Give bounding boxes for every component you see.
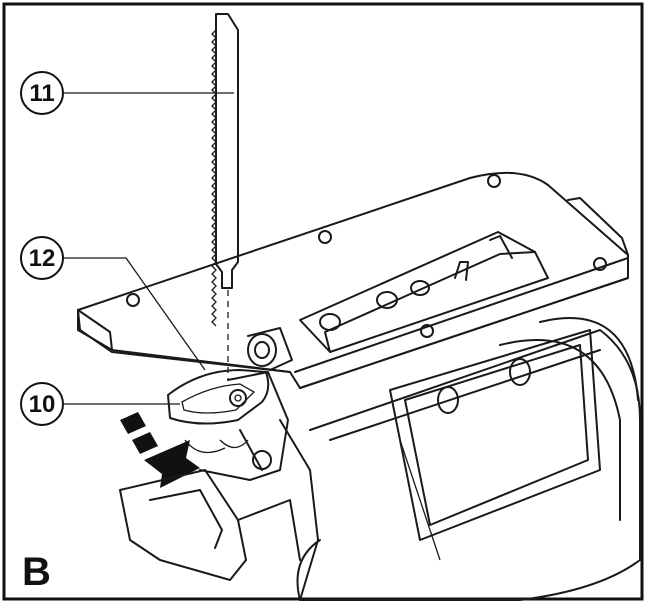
- clamp-lever: [167, 369, 270, 425]
- leader-lines: [64, 92, 234, 405]
- callout-number-11: 11: [29, 80, 54, 107]
- blade-holder: [184, 327, 293, 481]
- press-direction-arrow: [120, 412, 200, 488]
- callout-number-12: 12: [29, 245, 56, 272]
- saw-shoe: [119, 419, 319, 601]
- callout-number-10: 10: [29, 391, 56, 418]
- callout-11: 11: [20, 71, 64, 115]
- base-plate: [77, 171, 629, 389]
- saw-housing: [296, 317, 641, 601]
- callout-10: 10: [20, 382, 64, 426]
- saw-blade: [211, 13, 239, 380]
- panel-label: B: [22, 550, 51, 594]
- callout-12: 12: [20, 236, 64, 280]
